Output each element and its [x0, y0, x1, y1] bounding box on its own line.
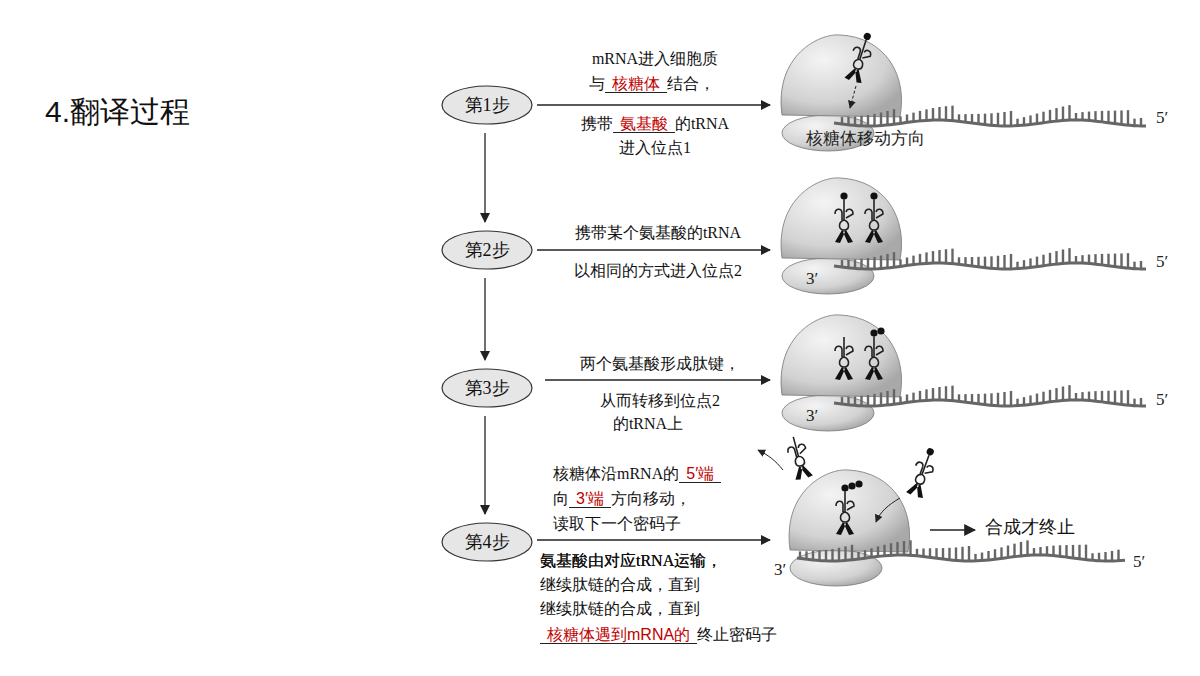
- entry-arrow: [850, 86, 856, 108]
- text-row: mRNA进入细胞质: [592, 48, 718, 69]
- trna-symbol: [844, 30, 877, 84]
- strand-end: 核糖体移动方向: [806, 127, 925, 150]
- text-row: 进入位点1: [619, 137, 691, 158]
- fill-answer: 5′端: [679, 465, 721, 483]
- step-text: 以相同的方式进入位点2: [574, 262, 742, 279]
- mrna-strand: [834, 248, 1146, 269]
- step-text: 向: [553, 490, 569, 507]
- step-text: 氨基酸由对应tRNA运输，: [540, 552, 722, 569]
- trna-symbol: [865, 192, 883, 243]
- text-row: 以相同的方式进入位点2: [574, 260, 742, 281]
- text-row: 的tRNA上: [613, 413, 683, 434]
- step-text: 继续肽链的合成，直到: [540, 576, 700, 593]
- flow-arrow: [484, 133, 485, 222]
- ribosome: [789, 470, 909, 586]
- step-text: 携带某个氨基酸的tRNA: [575, 224, 741, 241]
- strand-end: 3′: [806, 269, 818, 289]
- step-text: 的tRNA上: [613, 415, 683, 432]
- step-arrow: [537, 249, 770, 250]
- step-text: 的tRNA: [675, 115, 729, 132]
- text-row: 向3′端方向移动，: [553, 488, 691, 509]
- step-text: 从而转移到位点2: [600, 392, 720, 409]
- text-row: 携带某个氨基酸的tRNA: [575, 222, 741, 243]
- step-text: 携带: [581, 115, 613, 132]
- flow-arrow: [484, 416, 485, 514]
- fill-answer: 核糖体遇到mRNA的: [540, 626, 697, 644]
- strand-end: 5′: [1156, 252, 1168, 272]
- step-label: 第4步: [465, 530, 510, 554]
- trna-symbol: [785, 435, 814, 481]
- strand-end: 5′: [1156, 108, 1168, 128]
- step-text: 合成才终止: [985, 517, 1075, 537]
- step-label: 第3步: [465, 376, 510, 400]
- mrna-strand: [797, 540, 1125, 561]
- mrna-strand: [834, 105, 1146, 126]
- trna-symbol: [865, 327, 885, 380]
- fill-answer: 核糖体: [605, 75, 667, 93]
- step-text: 与: [589, 75, 605, 92]
- text-row: 继续肽链的合成，直到: [540, 574, 700, 595]
- text-row: 两个氨基酸形成肽键，: [580, 353, 740, 374]
- text-row: 从而转移到位点2: [600, 390, 720, 411]
- ribosome: [781, 178, 901, 294]
- heading: 4.翻译过程: [45, 92, 190, 133]
- strand-end: 3′: [806, 406, 818, 426]
- step-text: 核糖体沿mRNA的: [553, 465, 679, 482]
- step-ellipse: 第3步: [441, 368, 533, 408]
- trna-symbol: [836, 480, 863, 535]
- step-label: 第1步: [465, 93, 510, 117]
- strand-end: 5′: [1133, 552, 1145, 572]
- step-text: 结合，: [667, 75, 715, 92]
- step-text: 终止密码子: [697, 626, 777, 643]
- flow-arrow: [484, 278, 485, 360]
- trna-symbol: [835, 337, 853, 380]
- strand-end: 3′: [774, 560, 786, 580]
- step-label: 第2步: [465, 238, 510, 262]
- mrna-strand: [834, 385, 1146, 406]
- text-row: 读取下一个密码子: [553, 513, 681, 534]
- step-text: 两个氨基酸形成肽键，: [580, 355, 740, 372]
- step-arrow: [537, 104, 770, 105]
- strand-end: 5′: [1156, 390, 1168, 410]
- step-text: mRNA进入细胞质: [592, 50, 718, 67]
- step-ellipse: 第1步: [441, 85, 533, 125]
- exit-arrow: [758, 450, 783, 470]
- direction-arrow: [930, 529, 975, 531]
- step-ellipse: 第2步: [441, 230, 533, 270]
- step-ellipse: 第4步: [441, 522, 533, 562]
- step-text: 方向移动，: [611, 490, 691, 507]
- text-row: 与核糖体结合，: [589, 73, 715, 94]
- text-row: 继续肽链的合成，直到: [540, 598, 700, 619]
- text-row: 核糖体沿mRNA的5′端: [553, 463, 721, 484]
- step-text: 读取下一个密码子: [553, 515, 681, 532]
- step-arrow: [545, 379, 770, 380]
- step-text: 继续肽链的合成，直到: [540, 600, 700, 617]
- step-text: 进入位点1: [619, 139, 691, 156]
- text-row: 合成才终止: [985, 517, 1075, 538]
- text-row: 携带氨基酸的tRNA: [581, 113, 729, 134]
- trna-symbol: [906, 445, 940, 499]
- ribosome: [781, 315, 901, 431]
- fill-answer: 3′端: [569, 490, 611, 508]
- text-row: 氨基酸由对应tRNA运输，: [540, 550, 722, 571]
- entry-arrow: [876, 498, 900, 522]
- text-row: 核糖体遇到mRNA的终止密码子: [540, 624, 777, 645]
- trna-symbol: [835, 192, 853, 243]
- fill-answer: 氨基酸: [613, 115, 675, 133]
- step-arrow: [537, 539, 770, 540]
